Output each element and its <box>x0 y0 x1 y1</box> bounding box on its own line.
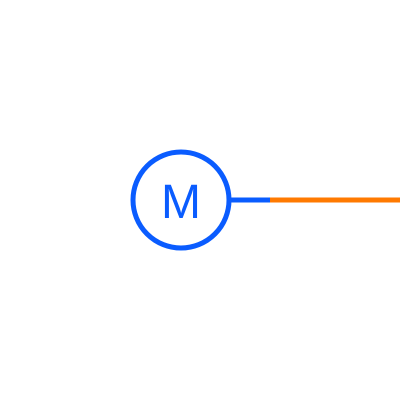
motor-symbol-icon <box>130 149 232 251</box>
motor-label: M <box>161 176 201 229</box>
